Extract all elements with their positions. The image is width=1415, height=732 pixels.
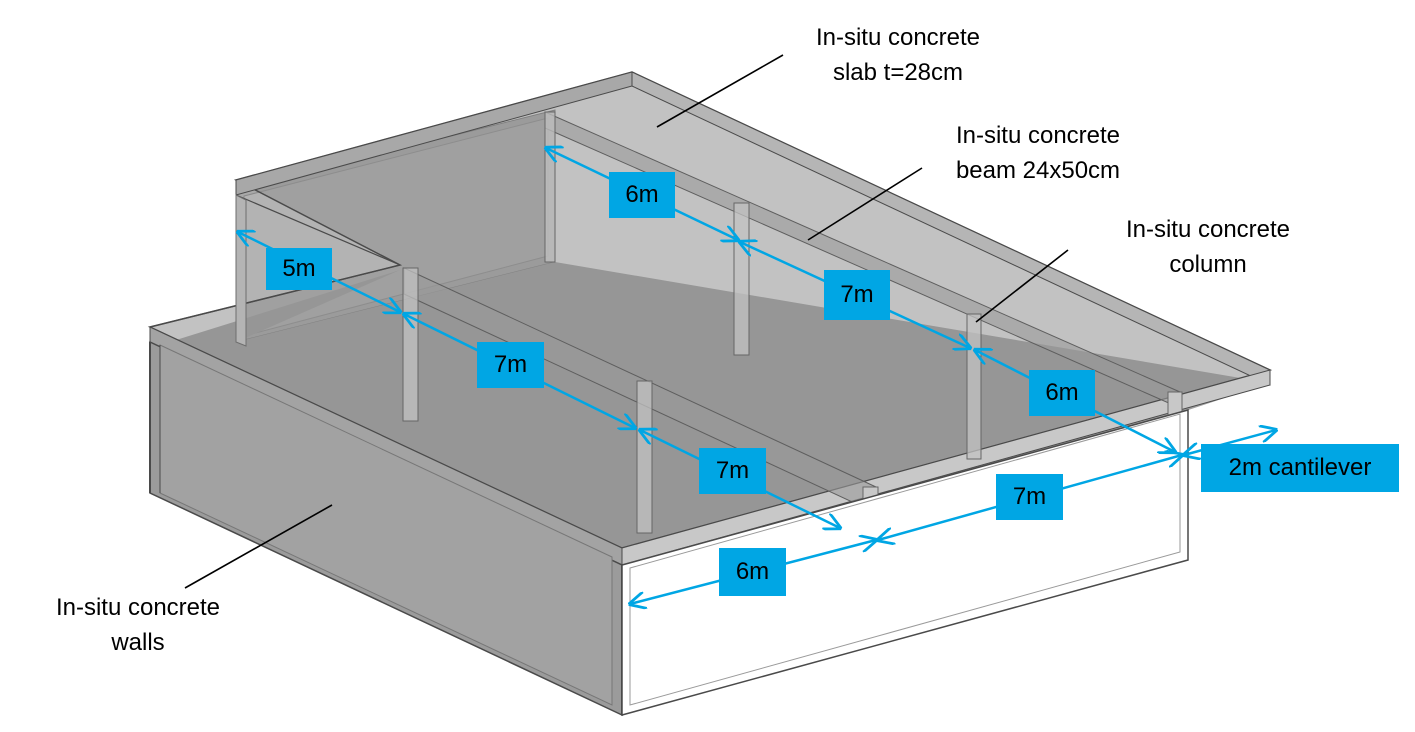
dimension-label-cantilever: 2m cantilever <box>1201 444 1399 492</box>
callout-walls-line2: walls <box>111 629 165 656</box>
callout-slab-line1: In-situ concrete <box>815 24 981 51</box>
dimension-label-5m: 5m <box>266 248 332 290</box>
callout-column-line2: column <box>1169 251 1247 278</box>
column <box>544 111 556 263</box>
dimension-label-7m-mid: 7m <box>699 448 766 494</box>
callout-beam-line1: In-situ concrete <box>955 122 1121 149</box>
dimension-label-6m-front: 6m <box>719 548 786 596</box>
column <box>636 380 653 534</box>
callout-walls-line1: In-situ concrete <box>55 594 221 621</box>
leader-column <box>975 249 1069 323</box>
callout-slab-line2: slab t=28cm <box>832 59 964 86</box>
callout-column-line1: In-situ concrete <box>1125 216 1291 243</box>
leader-walls <box>184 504 333 589</box>
callout-walls: In-situ concrete walls <box>0 590 276 660</box>
leader-lines <box>184 54 1069 589</box>
dimension-label-7m-front: 7m <box>996 474 1063 520</box>
leader-beam <box>807 167 923 241</box>
callout-column: In-situ concrete column <box>1070 212 1346 282</box>
column <box>733 202 750 356</box>
callout-slab: In-situ concrete slab t=28cm <box>760 20 1036 90</box>
dimension-line-cantilever <box>1184 430 1276 455</box>
dimension-label-7m-back: 7m <box>824 270 890 320</box>
column <box>402 267 419 422</box>
leader-slab <box>656 54 784 128</box>
dimension-label-6m-right: 6m <box>1029 370 1095 416</box>
callout-beam: In-situ concrete beam 24x50cm <box>900 118 1176 188</box>
callout-beam-line2: beam 24x50cm <box>955 157 1121 184</box>
column <box>966 313 982 460</box>
dimension-label-7m-left: 7m <box>477 342 544 388</box>
dimension-label-6m-top: 6m <box>609 172 675 218</box>
